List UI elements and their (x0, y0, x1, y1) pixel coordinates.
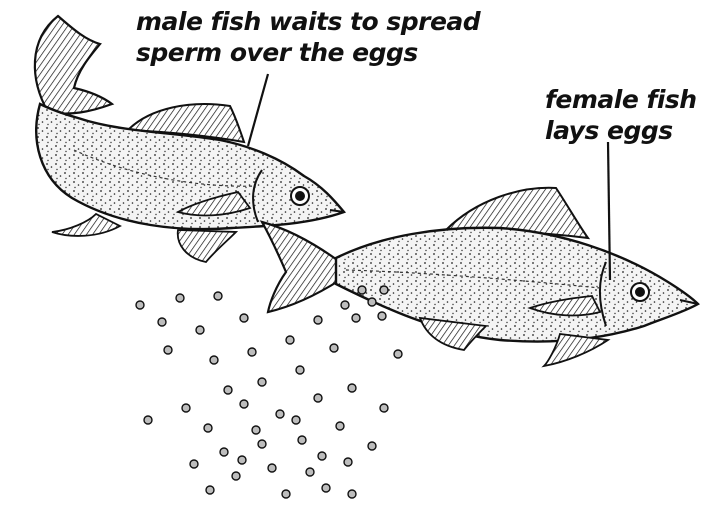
male-leader-line (248, 74, 268, 146)
female-label-line-2: lays eggs (545, 115, 697, 146)
female-tail-fin (262, 222, 340, 312)
female-label-line-1: female fish (545, 84, 697, 115)
male-label-line-1: male fish waits to spread (136, 6, 480, 37)
male-tail-fin (35, 16, 112, 114)
male-anal-fin (178, 230, 236, 262)
male-pelvic-fin (52, 214, 120, 236)
female-fish-label: female fish lays eggs (545, 84, 697, 146)
male-label-line-2: sperm over the eggs (136, 37, 480, 68)
fish-eggs (136, 286, 402, 498)
male-fish-label: male fish waits to spread sperm over the… (136, 6, 480, 68)
